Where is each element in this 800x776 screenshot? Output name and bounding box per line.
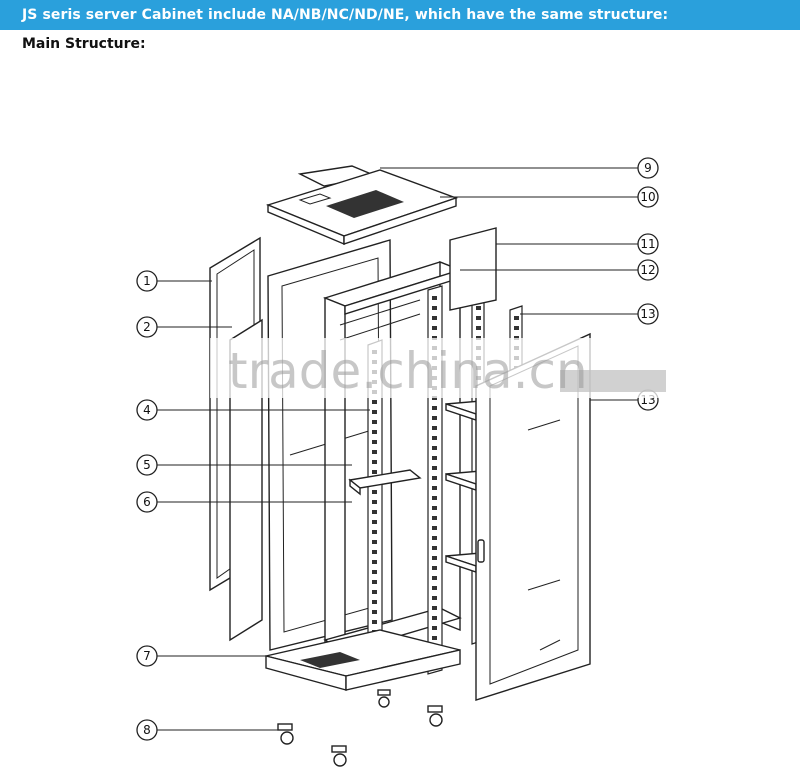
- callout-5: 5: [136, 454, 158, 476]
- callout-11: 11: [637, 233, 659, 255]
- svg-text:trade.china.cn: trade.china.cn: [228, 342, 588, 400]
- section-subtitle: Main Structure:: [22, 36, 146, 52]
- callouts: 1 2 4 5 6 7 8 9 10 11 12 13 13: [136, 157, 659, 741]
- side-panel-right: [449, 227, 497, 311]
- svg-text:9: 9: [644, 161, 652, 175]
- casters: [277, 689, 443, 767]
- svg-text:11: 11: [640, 237, 655, 251]
- callout-4: 4: [136, 399, 158, 421]
- callout-6: 6: [136, 491, 158, 513]
- svg-text:13: 13: [640, 307, 655, 321]
- svg-text:12: 12: [640, 263, 655, 277]
- svg-text:4: 4: [143, 403, 151, 417]
- callout-13: 13: [637, 303, 659, 325]
- svg-text:10: 10: [640, 190, 655, 204]
- page-banner: JS seris server Cabinet include NA/NB/NC…: [0, 0, 800, 30]
- callout-1: 1: [136, 270, 158, 292]
- svg-text:5: 5: [143, 458, 151, 472]
- leader-lines: [157, 167, 638, 731]
- top-cover: [265, 165, 459, 246]
- svg-text:7: 7: [143, 649, 151, 663]
- watermark: trade.china.cn: [210, 338, 666, 400]
- callout-9: 9: [637, 157, 659, 179]
- callout-2: 2: [136, 316, 158, 338]
- callout-7: 7: [136, 645, 158, 667]
- svg-text:2: 2: [143, 320, 151, 334]
- svg-text:1: 1: [143, 274, 151, 288]
- callout-10: 10: [637, 186, 659, 208]
- callout-12: 12: [637, 259, 659, 281]
- svg-text:8: 8: [143, 723, 151, 737]
- base: [265, 629, 461, 691]
- svg-text:6: 6: [143, 495, 151, 509]
- callout-8: 8: [136, 719, 158, 741]
